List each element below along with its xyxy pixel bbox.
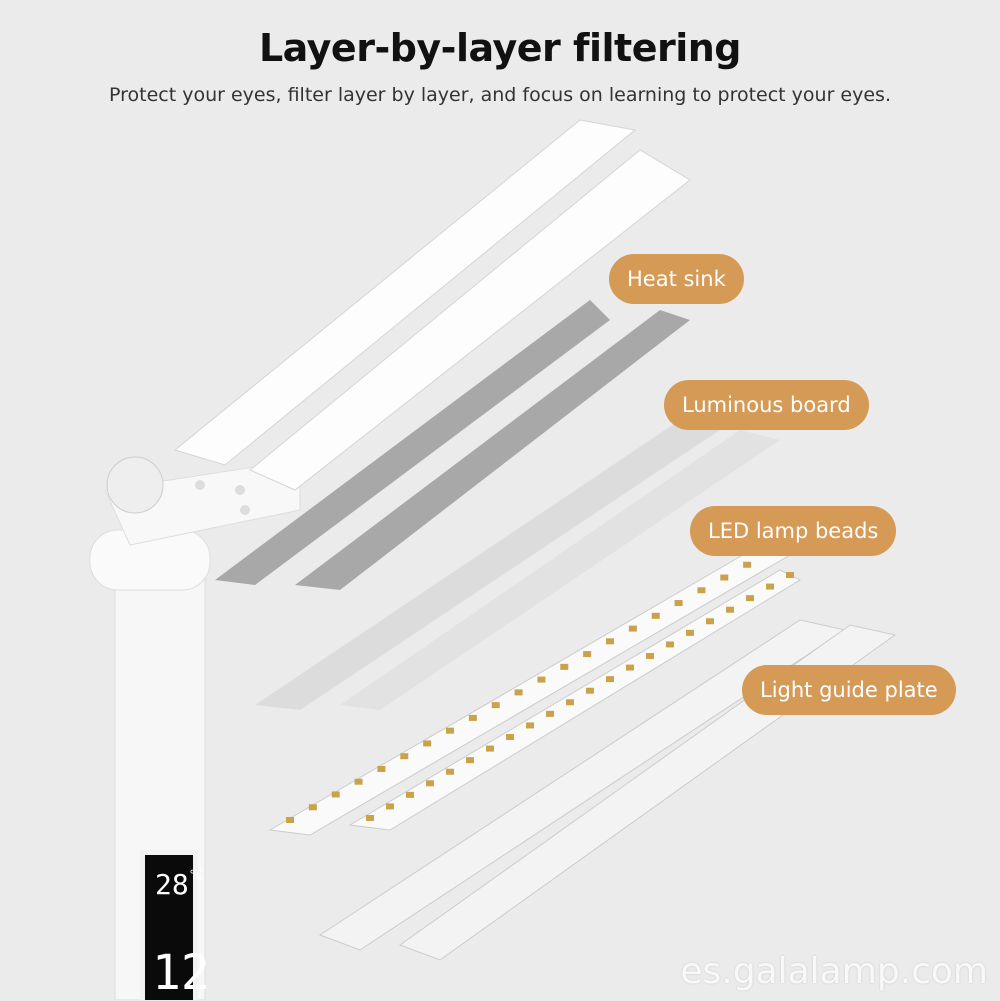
led-bead [746,595,754,602]
led-bead [366,815,374,821]
led-bead [514,689,523,696]
led-bead [506,734,514,740]
led-bead [606,638,614,645]
luminous-board-layer [255,420,780,710]
led-bead [468,714,477,721]
led-bead [697,587,706,594]
led-bead [606,676,614,683]
led-bead [491,702,500,709]
led-bead [446,768,454,775]
page-subtitle: Protect your eyes, filter layer by layer… [109,84,891,106]
led-bead [466,757,474,764]
led-bead [386,803,394,810]
led-bead [377,765,386,772]
led-bead [628,625,637,632]
led-bead [651,612,660,619]
led-bead [426,780,434,787]
lamp-head [104,119,691,590]
led-bead [486,745,494,752]
temperature-readout: 28°C [155,868,203,901]
led-bead [786,572,794,578]
led-bead [626,664,634,671]
led-bead [423,740,432,747]
led-bead [666,641,674,648]
led-bead [706,618,714,625]
led-strip-layer [268,544,802,836]
label-light-guide-plate: Light guide plate [742,665,956,715]
led-bead [560,663,569,670]
screw-hole [240,505,250,515]
luminous-board-strip [340,430,780,710]
led-bead [726,606,734,613]
led-bead [537,676,546,683]
time-readout: 12 [152,945,210,1001]
lamp-arm-right [249,149,691,491]
led-bead [566,699,574,706]
heat-sink-strip [295,310,690,590]
head-base [104,459,301,546]
lcd-display [145,855,193,1000]
luminous-board-strip [255,420,720,710]
lamp-arm-left [173,119,637,466]
led-bead [743,561,752,568]
page-title: Layer-by-layer filtering [258,26,742,70]
screw-hole [195,480,205,490]
label-heat-sink: Heat sink [609,254,744,304]
led-bead [446,727,454,734]
led-bead [331,791,340,798]
led-bead [586,687,594,694]
led-bead [308,804,317,811]
led-bead [406,791,414,798]
led-bead [354,778,363,785]
led-bead [720,574,729,581]
led-bead [766,583,774,590]
led-bead [646,653,654,659]
led-bead [686,629,694,636]
led-bead [583,651,592,658]
led-bead [286,817,294,823]
heat-sink-strip [215,300,610,585]
label-led-lamp-beads: LED lamp beads [690,506,897,556]
watermark: es.galalamp.com [680,951,988,992]
temperature-value: 28 [155,868,189,901]
screw-hole [235,485,245,495]
led-bead [400,753,409,760]
led-bead [526,722,534,729]
led-bead [546,710,554,717]
lamp-pole [89,529,211,1000]
rotation-knob [106,456,164,514]
temperature-unit: °C [188,868,204,882]
label-luminous-board: Luminous board [664,380,869,430]
led-bead [674,600,683,607]
